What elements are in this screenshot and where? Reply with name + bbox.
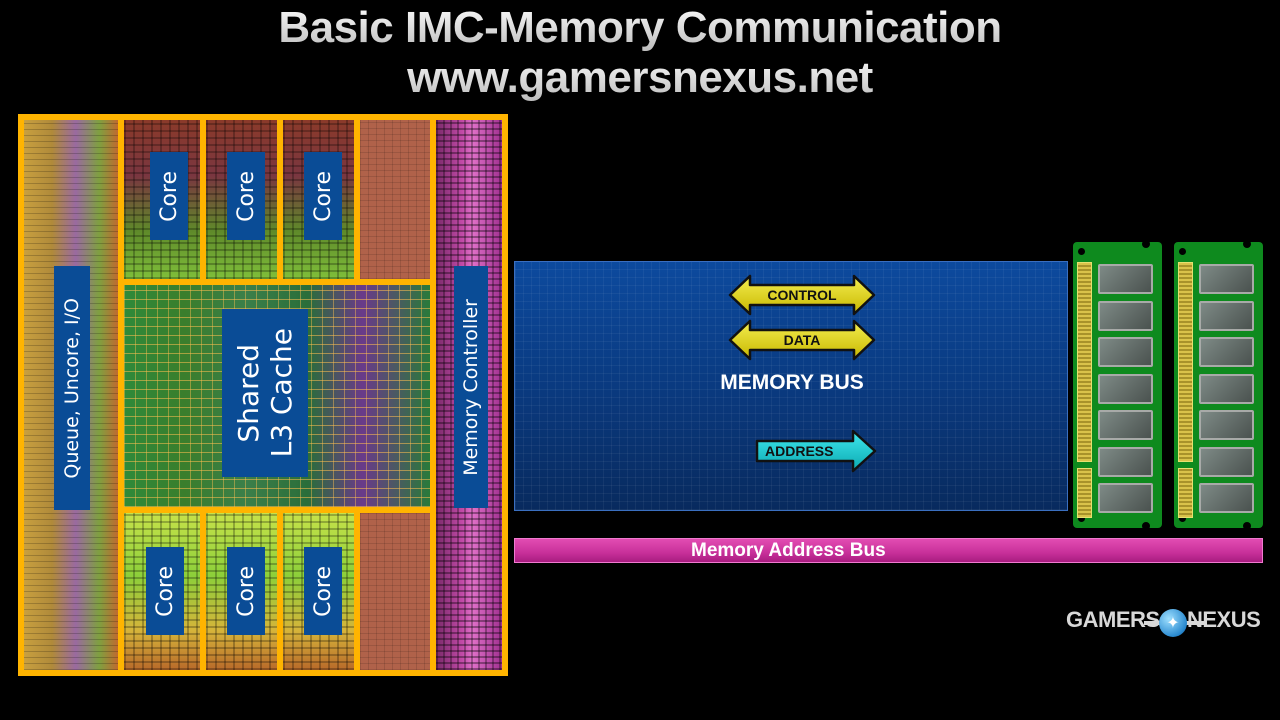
- mounting-hole: [1078, 515, 1085, 522]
- data-label: DATA: [783, 332, 821, 348]
- memory-controller-region: Memory Controller: [433, 117, 505, 673]
- inactive-core-bottom: [357, 510, 433, 673]
- memory-controller-label: Memory Controller: [460, 298, 482, 476]
- module-notch: [1142, 240, 1150, 248]
- memory-chip: [1098, 337, 1153, 367]
- double-arrow-icon: [728, 274, 876, 316]
- core-label-box: Core: [227, 152, 265, 240]
- core-label: Core: [310, 170, 336, 222]
- core-label-box: Core: [304, 547, 342, 635]
- inactive-core-top: [357, 117, 433, 282]
- gamersnexus-logo: GAMERS ✦ NEXUS: [1066, 603, 1266, 643]
- memory-chip: [1199, 410, 1254, 440]
- core-top-3: Core: [280, 117, 357, 282]
- ram-module: [1073, 240, 1162, 530]
- uncore-region: Queue, Uncore, I/O: [21, 117, 121, 673]
- memory-chip: [1098, 300, 1153, 331]
- core-label-box: Core: [146, 547, 184, 635]
- cache-label-line2: L3 Cache: [265, 328, 298, 458]
- memory-chip: [1199, 446, 1254, 477]
- module-notch: [1243, 240, 1251, 248]
- memory-chip: [1199, 337, 1254, 367]
- module-notch: [1243, 522, 1251, 530]
- core-label: Core: [233, 565, 259, 617]
- right-arrow-icon: [755, 429, 877, 473]
- uncore-label: Queue, Uncore, I/O: [61, 297, 83, 479]
- gold-contact-pins: [1178, 468, 1193, 518]
- core-bottom-1: Core: [121, 510, 203, 673]
- double-arrow-icon: [728, 319, 876, 361]
- logo-text-left: GAMERS: [1066, 607, 1160, 632]
- core-top-1: Core: [121, 117, 203, 282]
- memory-chip: [1199, 300, 1254, 331]
- cache-label-box: L3 Cache Shared: [222, 309, 308, 477]
- module-notch: [1142, 522, 1150, 530]
- memory-address-bus: Memory Address Bus: [514, 538, 1263, 563]
- mounting-hole: [1179, 248, 1186, 255]
- memory-chip: [1199, 483, 1254, 513]
- gold-contact-pins: [1077, 262, 1092, 462]
- slide-title: Basic IMC-Memory Communication: [0, 2, 1280, 54]
- globe-icon: ✦: [1159, 609, 1187, 637]
- memory-bus-panel: CONTROL DATA MEMORY BUS ADDRESS: [514, 261, 1068, 511]
- memory-controller-label-box: Memory Controller: [454, 266, 488, 508]
- core-label: Core: [310, 565, 336, 617]
- core-label-box: Core: [227, 547, 265, 635]
- memory-chip: [1098, 264, 1153, 294]
- core-bottom-3: Core: [280, 510, 357, 673]
- memory-chip: [1098, 373, 1153, 404]
- control-label: CONTROL: [767, 287, 837, 303]
- control-signal: CONTROL: [728, 274, 876, 316]
- shared-l3-cache-region: L3 Cache Shared: [121, 282, 433, 510]
- core-label: Core: [233, 170, 259, 222]
- cpu-die: Queue, Uncore, I/O Core Core Core L3 Cac…: [18, 114, 508, 676]
- core-label-box: Core: [150, 152, 188, 240]
- address-signal: ADDRESS: [755, 429, 877, 473]
- memory-chip: [1199, 264, 1254, 294]
- memory-chip: [1098, 410, 1153, 440]
- core-label-box: Core: [304, 152, 342, 240]
- memory-chip: [1098, 446, 1153, 477]
- uncore-label-box: Queue, Uncore, I/O: [54, 266, 90, 510]
- ram-module: [1174, 240, 1263, 530]
- data-signal: DATA: [728, 319, 876, 361]
- mounting-hole: [1078, 248, 1085, 255]
- memory-chip: [1199, 373, 1254, 404]
- gold-contact-pins: [1178, 262, 1193, 462]
- cache-label-line1: Shared: [232, 343, 265, 443]
- core-top-2: Core: [203, 117, 280, 282]
- memory-address-bus-label: Memory Address Bus: [691, 540, 886, 561]
- core-bottom-2: Core: [203, 510, 280, 673]
- core-label: Core: [152, 565, 178, 617]
- address-label: ADDRESS: [765, 443, 834, 459]
- logo-text-right: NEXUS: [1187, 607, 1261, 632]
- gold-contact-pins: [1077, 468, 1092, 518]
- core-label: Core: [156, 170, 182, 222]
- memory-chip: [1098, 483, 1153, 513]
- memory-bus-title: MEMORY BUS: [720, 371, 864, 394]
- site-url: www.gamersnexus.net: [0, 52, 1280, 104]
- mounting-hole: [1179, 515, 1186, 522]
